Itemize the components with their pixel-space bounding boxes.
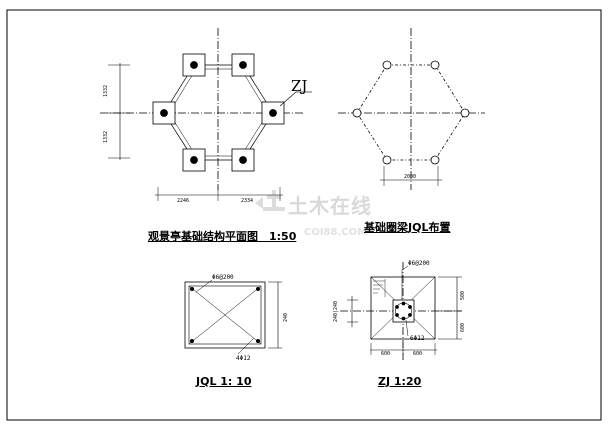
jql-top-rebar: Φ6@200 — [212, 274, 234, 281]
zj-bottom-rebar: 6Φ12 — [410, 335, 425, 342]
jql-outline — [184, 281, 266, 349]
ring-node — [430, 60, 440, 70]
ring-beam-title: 基础圈梁JQL布置 — [364, 221, 451, 234]
zj-footing-outline — [370, 276, 436, 340]
zj-leader — [401, 265, 409, 271]
column-dot — [190, 156, 198, 164]
column-dot — [239, 61, 247, 69]
jql-leader — [195, 279, 213, 293]
ring-beam-plan — [338, 28, 485, 190]
plan-title: 观景亭基础结构平面图 1:50 — [148, 230, 297, 243]
zj-rebar-dot — [395, 313, 399, 317]
column-dot — [239, 156, 247, 164]
plan-dim-left-width: 2246 — [177, 198, 190, 204]
plan-hexagon-beam-outer — [163, 64, 274, 161]
jql-leader — [237, 337, 255, 355]
ring-node — [382, 155, 392, 165]
column-dot — [160, 109, 168, 117]
zj-column-outline — [392, 299, 415, 323]
zj-rebar-dot — [408, 313, 412, 317]
plan-dim-right-width: 2334 — [241, 198, 254, 204]
ring-node — [460, 108, 470, 118]
watermark-url: COI88.COM — [304, 227, 368, 238]
zj-corner-hatch — [373, 279, 386, 297]
zj-rebar-dot — [401, 316, 406, 321]
jql-section — [184, 279, 282, 355]
zj-rebar-dot — [395, 305, 399, 309]
zj-top-rebar: Φ6@200 — [408, 260, 430, 267]
plan-hexagon-beam-inner — [168, 68, 269, 157]
zj-leader-line — [279, 91, 297, 107]
plan-dim-lower-height: 1332 — [103, 130, 109, 143]
zj-rebar-dot — [408, 305, 412, 309]
zj-bottom-right-dim: 600 — [413, 351, 423, 357]
jql-rebar-dot — [255, 338, 260, 343]
zj-bottom-left-dim: 600 — [381, 351, 391, 357]
jql-bottom-rebar: 4Φ12 — [236, 355, 251, 362]
jql-side-dim: 240 — [283, 312, 289, 322]
jql-diagonal — [188, 285, 262, 345]
zj-left-dim: 240|240 — [333, 300, 339, 322]
zj-right-upper-dim: 500 — [460, 290, 466, 300]
jql-rebar-dot — [189, 338, 194, 343]
ring-dim-width: 2000 — [404, 174, 417, 180]
sheet-border — [6, 9, 602, 421]
zj-rebar-dot — [401, 301, 406, 306]
ring-node — [382, 60, 392, 70]
column-dot — [190, 61, 198, 69]
zj-tag-label: ZJ — [291, 77, 308, 95]
foundation-plan — [100, 28, 312, 201]
jql-stirrup — [188, 285, 262, 345]
ring-node — [352, 108, 362, 118]
jql-rebar-dot — [255, 286, 260, 291]
watermark-logo-text: 土木在线 — [288, 194, 372, 218]
ring-node — [430, 155, 440, 165]
zj-right-lower-dim: 600 — [460, 322, 466, 332]
zj-title: ZJ 1:20 — [378, 375, 422, 388]
watermark-logo-icon — [255, 190, 285, 211]
zj-detail — [340, 262, 462, 360]
jql-title: JQL 1: 10 — [196, 375, 252, 388]
plan-dim-upper-height: 1332 — [103, 84, 109, 97]
zj-leader — [405, 319, 409, 337]
column-dot — [269, 109, 277, 117]
jql-rebar-dot — [189, 286, 194, 291]
